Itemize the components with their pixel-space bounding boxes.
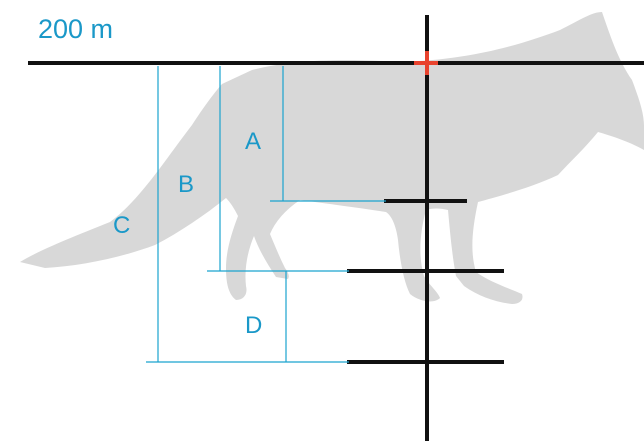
red-cross-aim-point-icon xyxy=(414,51,438,75)
holdover-label-d: D xyxy=(245,312,263,339)
dimension-lines xyxy=(146,66,386,363)
holdover-label-b: B xyxy=(178,171,195,198)
fox-silhouette-icon xyxy=(20,12,644,304)
holdover-label-a: A xyxy=(245,128,262,155)
distance-label: 200 m xyxy=(38,14,114,44)
holdover-label-c: C xyxy=(113,212,131,239)
